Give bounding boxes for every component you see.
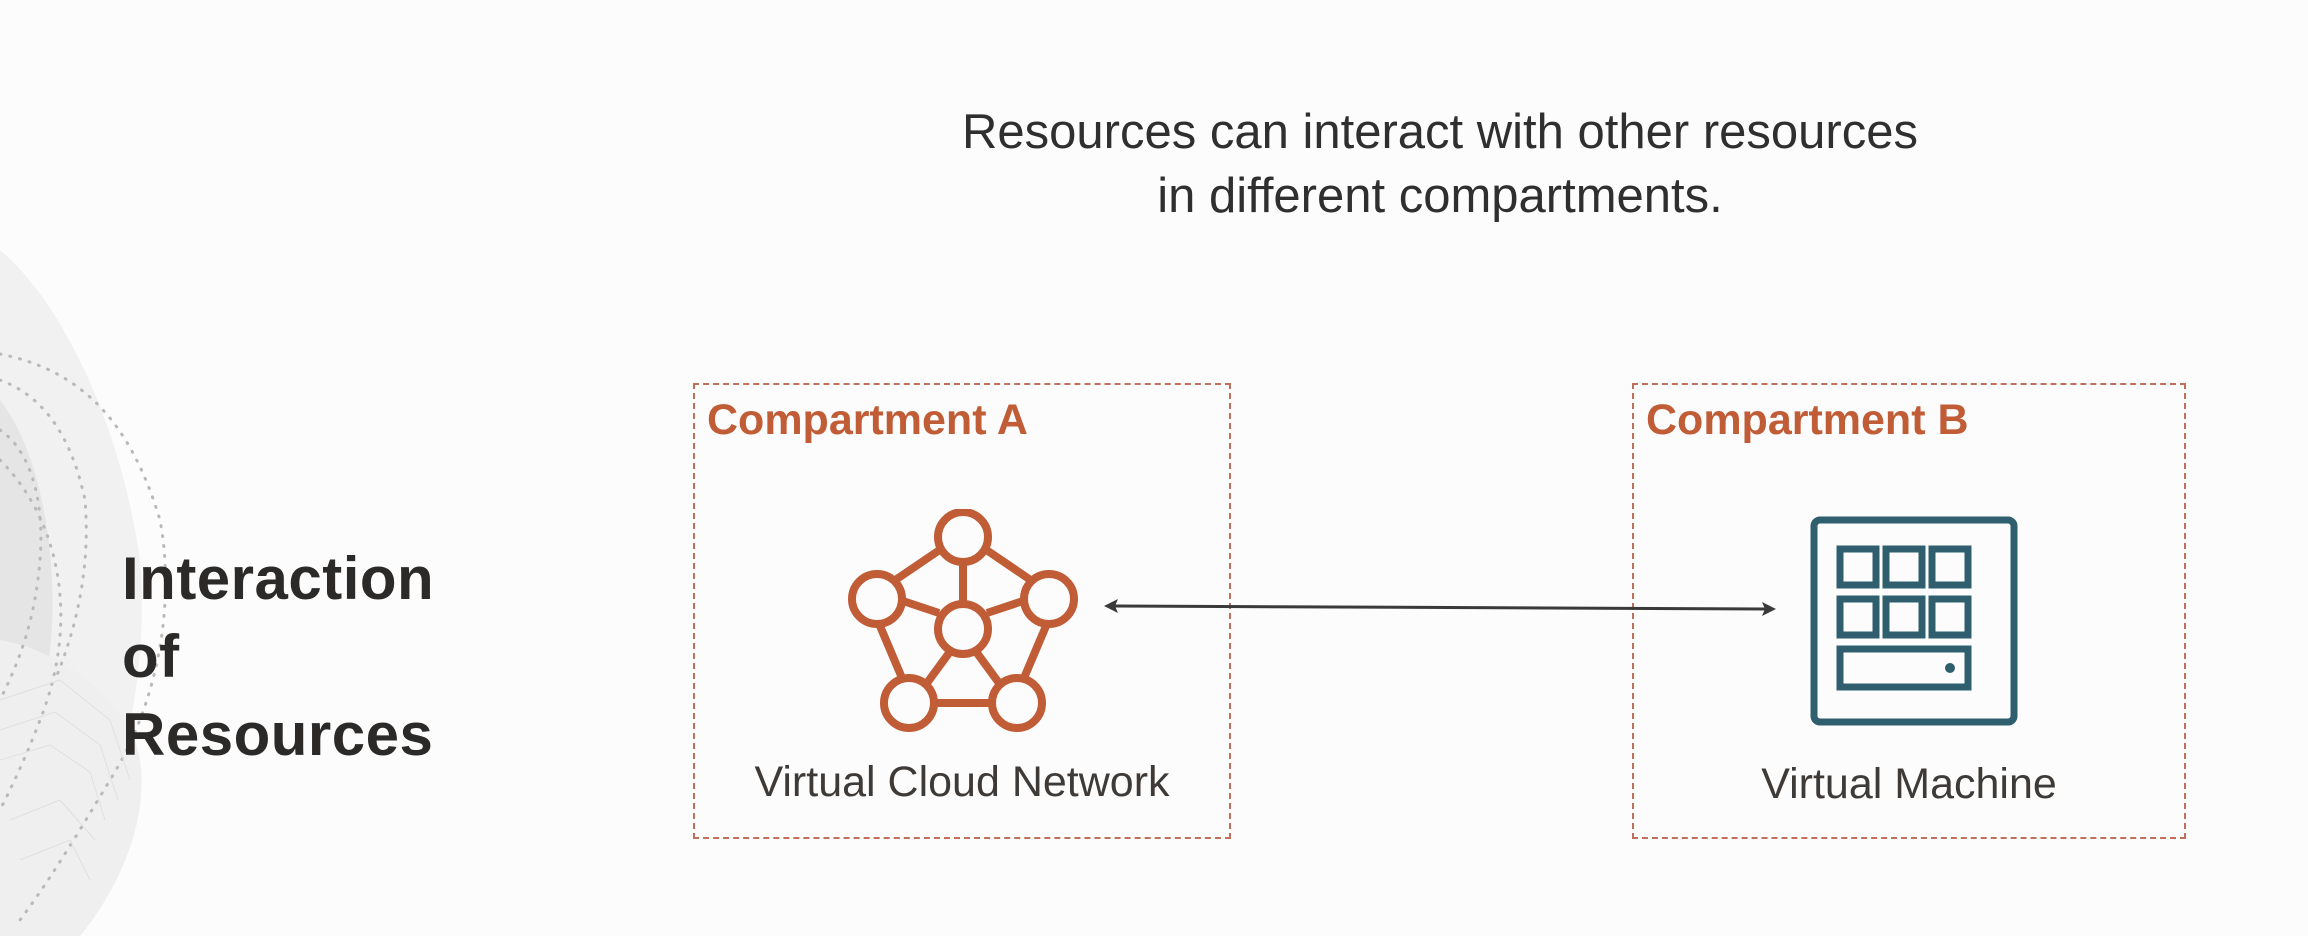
slide-title-line: of (122, 623, 180, 690)
subtitle-line: Resources can interact with other resour… (962, 105, 1918, 159)
virtual-cloud-network-label: Virtual Cloud Network (754, 758, 1170, 806)
compartment-a-label: Compartment A (707, 396, 1028, 444)
compartment-b-box: Compartment B Virtual Machine (1632, 383, 2186, 839)
slide-title-line: Interaction (122, 545, 435, 612)
compartment-a-box: Compartment A Virtual Cloud Network (693, 383, 1231, 839)
slide-subtitle: Resources can interact with other resour… (880, 100, 2000, 228)
slide-title: Interaction of Resources (122, 540, 434, 774)
compartment-b-label: Compartment B (1646, 396, 1969, 444)
subtitle-line: in different compartments. (1157, 169, 1723, 223)
slide-title-line: Resources (122, 701, 434, 768)
virtual-machine-label: Virtual Machine (1761, 760, 2057, 808)
bidirectional-arrow (1104, 599, 1776, 616)
network-icon (848, 509, 1078, 732)
arrow-head-right-icon (1762, 602, 1776, 616)
arrow-head-left-icon (1104, 599, 1118, 613)
virtual-machine-icon (1810, 516, 2018, 726)
decorative-background-art (0, 250, 168, 936)
